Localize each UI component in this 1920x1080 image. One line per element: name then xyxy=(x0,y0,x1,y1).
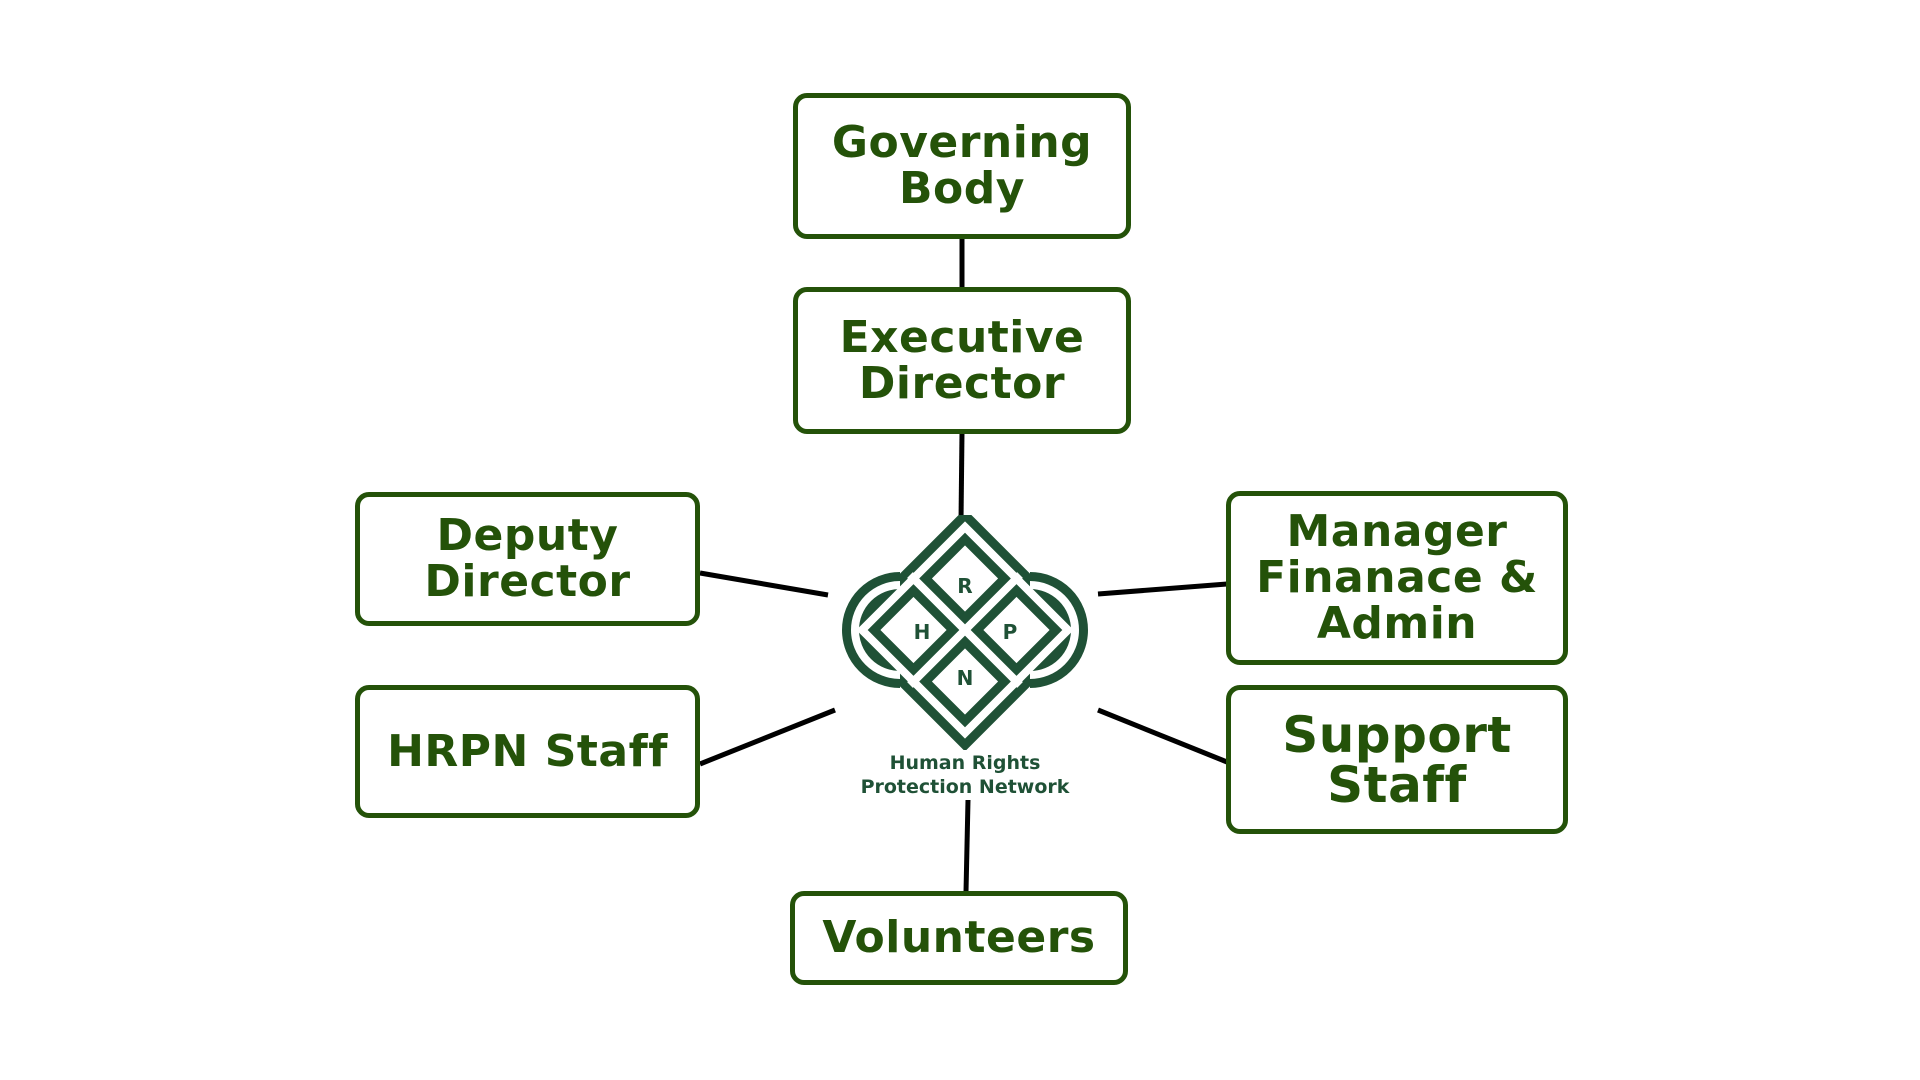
logo-letter-h: H xyxy=(914,620,931,644)
node-hrpn-staff: HRPN Staff xyxy=(355,685,700,818)
logo-text-line1: Human Rights xyxy=(889,752,1041,774)
logo-letter-r: R xyxy=(957,574,972,598)
node-volunteers: Volunteers xyxy=(790,891,1128,985)
node-support-staff: Support Staff xyxy=(1226,685,1568,834)
logo-letter-n: N xyxy=(957,666,974,690)
logo-text-line2: Protection Network xyxy=(860,776,1070,798)
node-governing-body: Governing Body xyxy=(793,93,1131,239)
celtic-knot-icon: R H P N xyxy=(842,515,1088,750)
connector-executive-logo xyxy=(958,431,965,523)
node-manager-finance-admin: Manager Finanace & Admin xyxy=(1226,491,1568,665)
connector-logo-support xyxy=(1097,707,1228,765)
connector-logo-manager xyxy=(1097,581,1228,597)
connector-logo-deputy xyxy=(699,570,829,598)
connector-logo-volunteers xyxy=(963,799,971,893)
connector-logo-hrpn-staff xyxy=(699,707,836,767)
logo-letter-p: P xyxy=(1003,620,1018,644)
node-deputy-director: Deputy Director xyxy=(355,492,700,626)
node-executive-director: Executive Director xyxy=(793,287,1131,434)
